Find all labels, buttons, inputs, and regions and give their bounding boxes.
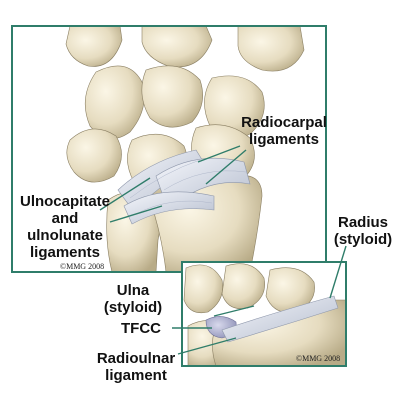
carpal-bone <box>66 128 122 183</box>
label-ulna-line1: Ulna <box>116 282 150 299</box>
label-radioulnar-line2: ligament <box>105 367 167 384</box>
label-radius-line2: (styloid) <box>333 231 393 248</box>
label-radioulnar-line1: Radioulnar <box>96 350 176 367</box>
metacarpal-bone <box>141 26 213 68</box>
leader-radiocarpal-1 <box>197 145 241 163</box>
label-radiocarpal-ligaments: Radiocarpal ligaments <box>238 114 330 148</box>
label-ulnocapitate-line2: and <box>51 210 79 227</box>
leader-radioulnar <box>177 337 237 355</box>
carpal-bone <box>84 65 145 139</box>
leader-ulnocapitate-1 <box>99 177 151 211</box>
label-ulna-line2: (styloid) <box>103 299 163 316</box>
inset-view <box>181 261 347 367</box>
copyright-inset: ©MMG 2008 <box>296 354 341 363</box>
label-ulnocapitate-line3: ulnolunate <box>27 227 103 244</box>
main-view <box>11 25 327 273</box>
label-tfcc-text: TFCC <box>121 320 161 337</box>
metacarpal-bone <box>237 26 305 72</box>
label-tfcc: TFCC <box>110 320 172 337</box>
inset-view-frame <box>181 261 347 367</box>
copyright-main: ©MMG 2008 <box>60 262 105 271</box>
main-view-frame <box>11 25 327 273</box>
label-ulnocapitate-line4: ligaments <box>29 244 101 261</box>
label-ulnocapitate-line1: Ulnocapitate <box>19 193 110 210</box>
leader-ulna <box>213 305 255 317</box>
inset-radioulnar-ligament <box>221 295 339 343</box>
label-radius-styloid: Radius (styloid) <box>326 214 400 248</box>
metacarpal-bone <box>65 26 123 67</box>
label-radiocarpal-text: Radiocarpal ligaments <box>241 114 327 148</box>
inset-carpal-bone <box>265 267 315 313</box>
inset-carpal-bone <box>183 264 223 314</box>
ulnolunate-ligament <box>123 191 215 225</box>
label-radioulnar-ligament: Radioulnar ligament <box>90 350 182 384</box>
label-ulnocapitate-ulnolunate: Ulnocapitate and ulnolunate ligaments <box>10 193 120 261</box>
carpal-bone <box>204 75 265 139</box>
leader-radius <box>329 245 347 299</box>
leader-radiocarpal-2 <box>205 149 247 185</box>
label-ulna-styloid: Ulna (styloid) <box>96 282 170 316</box>
carpal-bone <box>141 65 203 128</box>
label-radius-line1: Radius <box>337 214 388 231</box>
leader-ulnocapitate-2 <box>109 205 163 223</box>
leader-lines <box>99 145 347 355</box>
inset-carpal-bone <box>221 263 265 309</box>
